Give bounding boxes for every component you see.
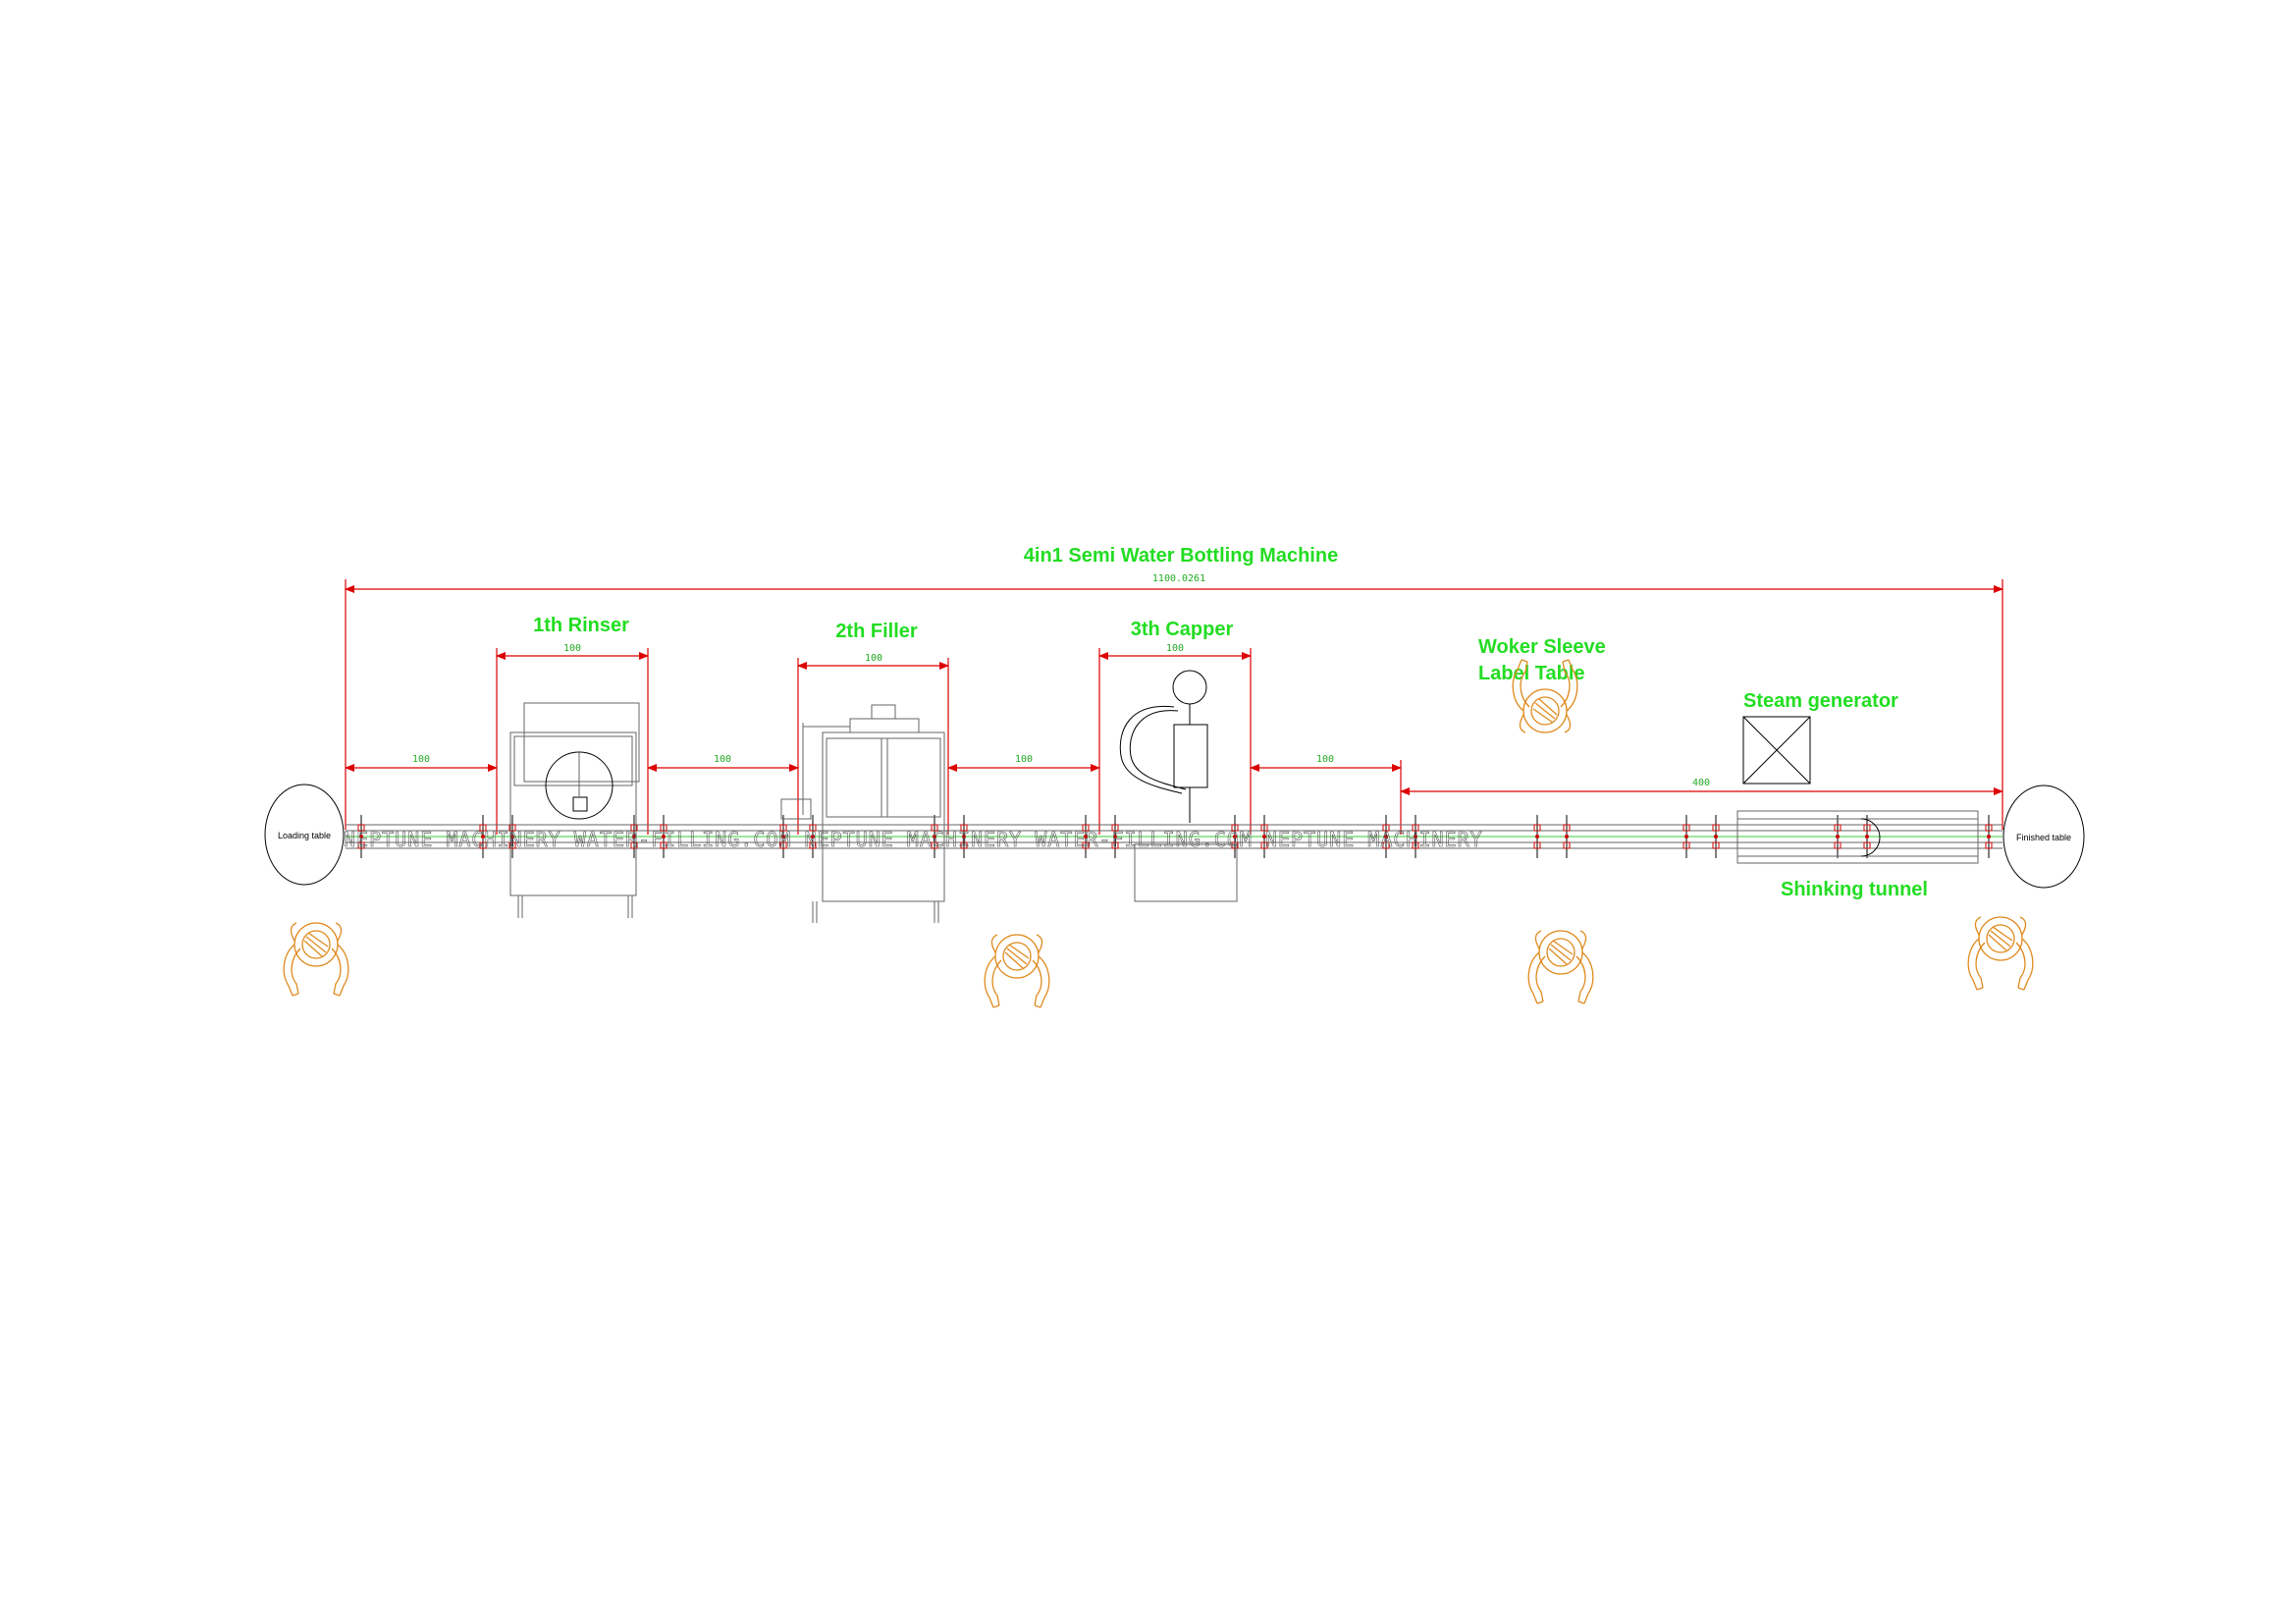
finished-table-label: Finished table (2016, 833, 2071, 842)
gap-1-dimension-label: 100 (412, 754, 430, 765)
capper-machine (1119, 670, 1238, 902)
filler-dimension-label: 100 (865, 653, 882, 664)
sleeve-table-label-line1: Woker Sleeve (1478, 636, 1606, 658)
worker-icon-filler (984, 934, 1050, 1008)
overall-dimension-label: 1100.0261 (1152, 573, 1205, 584)
steam-generator (1742, 716, 1811, 785)
loading-table: Loading table (264, 784, 345, 886)
gap-3-dimension-label: 100 (1015, 754, 1033, 765)
gap-2-dimension-label: 100 (714, 754, 731, 765)
watermark-text: NEPTUNE MACHINERY WATER-FILLING.COM NEPT… (344, 828, 1483, 851)
diagram-title: 4in1 Semi Water Bottling Machine (1024, 545, 1338, 567)
conveyor (346, 824, 2002, 849)
capper-dimension-label: 100 (1166, 643, 1184, 654)
worker-icon-finished (1967, 916, 2034, 991)
worker-icon-sleeve-operator (1527, 930, 1594, 1004)
filler-machine (780, 704, 945, 923)
rinser-label: 1th Rinser (533, 615, 629, 636)
capper-label: 3th Capper (1131, 619, 1234, 640)
shrinking-tunnel (1736, 810, 1979, 864)
sleeve-table-label-line2: Label Table (1478, 663, 1585, 684)
rinser-machine (509, 702, 640, 918)
shrinking-tunnel-label: Shinking tunnel (1781, 879, 1928, 900)
filler-label: 2th Filler (835, 621, 918, 642)
steam-generator-label: Steam generator (1743, 690, 1898, 712)
rinser-dimension-label: 100 (563, 643, 581, 654)
gap-4-dimension-label: 100 (1316, 754, 1334, 765)
finished-table: Finished table (2002, 785, 2085, 889)
loading-table-label: Loading table (278, 831, 331, 840)
worker-icon-loading (283, 922, 349, 997)
tunnel-span-dimension-label: 400 (1692, 778, 1710, 788)
